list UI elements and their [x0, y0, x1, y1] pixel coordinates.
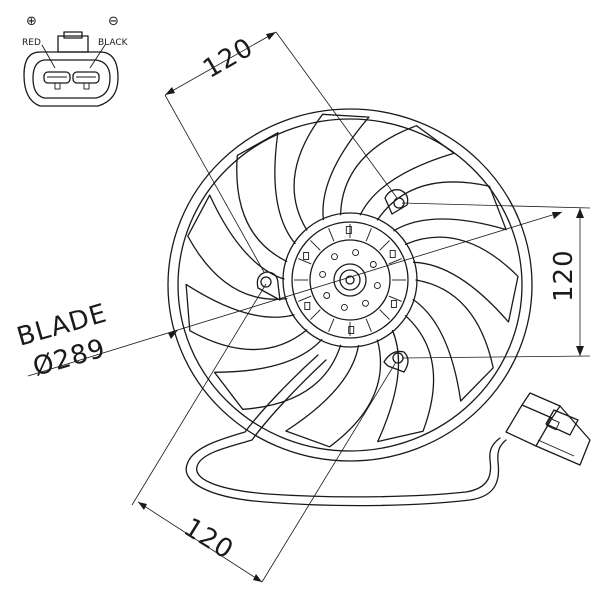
cable-harness: [185, 354, 507, 507]
dimension-bottom: 120: [131, 283, 397, 583]
black-label: BLACK: [98, 38, 129, 48]
cable-plug: [505, 392, 591, 466]
hub-slot: [348, 326, 355, 334]
hub-rib: [365, 228, 372, 242]
hub-details: [294, 224, 406, 336]
fan-blades: [185, 113, 519, 448]
hub-slot: [345, 226, 352, 234]
hub-slot: [303, 252, 310, 260]
fan-blade: [285, 339, 382, 448]
minus-symbol: ⊖: [108, 14, 119, 29]
hub-slot: [389, 250, 396, 258]
plus-symbol: ⊕: [26, 14, 37, 29]
hub-slot: [390, 300, 397, 308]
connector-detail: ⊕ ⊖ RED BLACK: [22, 14, 129, 107]
hub-vent: [369, 261, 377, 268]
fan-ring: [167, 108, 533, 462]
hub-rib: [328, 228, 335, 242]
hub-rib: [310, 309, 321, 320]
hub-rib: [310, 240, 321, 251]
hub-vent: [331, 253, 338, 261]
red-label: RED: [22, 38, 41, 48]
fan-blade: [236, 132, 296, 263]
hub-rib: [379, 309, 390, 320]
hub-rib: [298, 295, 312, 302]
hub-rib: [388, 258, 402, 265]
hub-slot: [304, 302, 311, 310]
hub-vent: [352, 249, 360, 257]
dimension-right: 120: [401, 202, 591, 359]
hub-vent: [362, 299, 369, 307]
hub-rib: [298, 258, 312, 265]
hub-rib: [379, 240, 390, 251]
dimension-top: 120: [164, 31, 398, 273]
fan-blade: [293, 113, 370, 231]
dimension-right-value: 120: [549, 249, 579, 302]
hub-vent: [340, 303, 348, 311]
fan-blade: [412, 279, 494, 402]
fan-blade: [185, 283, 308, 351]
fan-blade: [404, 236, 519, 323]
hub-vent: [323, 292, 331, 299]
fan-blade: [213, 338, 342, 410]
hub-vent: [373, 282, 381, 290]
dimension-bottom-value: 120: [178, 512, 239, 565]
dimension-top-value: 120: [198, 32, 259, 84]
fan-blade: [339, 125, 455, 216]
hub-rib: [365, 318, 372, 332]
hub-rib: [388, 295, 402, 302]
fan-blade: [187, 194, 288, 300]
motor-hub: [282, 212, 418, 348]
hub-vent: [319, 270, 327, 278]
hub-rib: [328, 318, 335, 332]
